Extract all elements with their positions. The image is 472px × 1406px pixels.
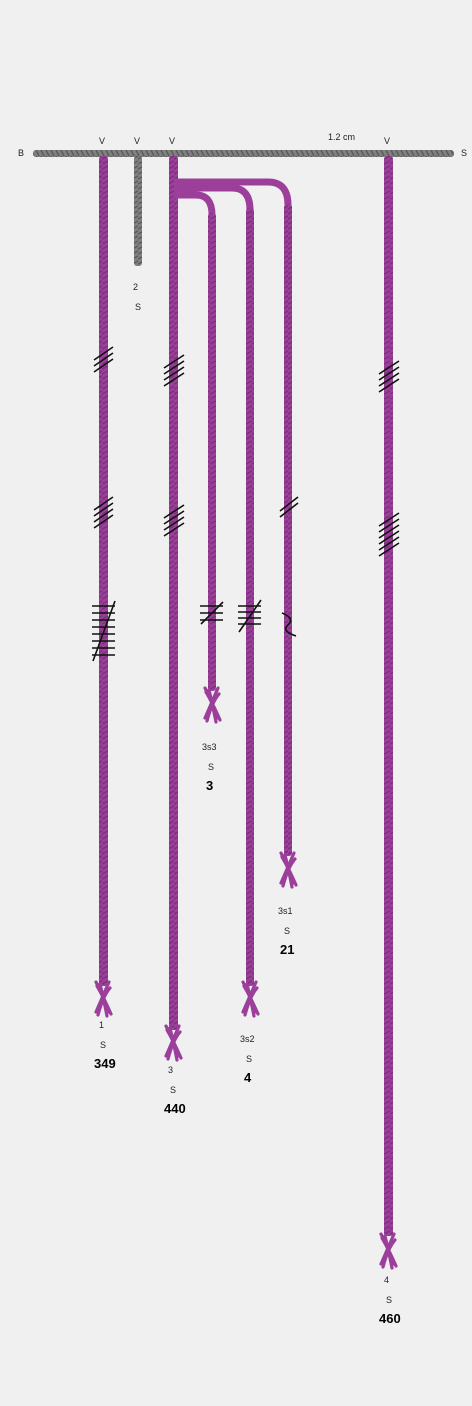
- cord-4-label: 4: [384, 1275, 389, 1285]
- cord-4-value: 460: [379, 1311, 401, 1326]
- tassel-cord-4: [379, 1232, 398, 1270]
- pendant-cord-1: [99, 156, 108, 986]
- tassel-cord-3: [164, 1024, 183, 1062]
- cord-1-knots-hundreds: [93, 346, 114, 373]
- cord-1-attach-label: V: [99, 136, 105, 146]
- cord-3s3-ply: S: [208, 762, 214, 772]
- primary-right-label: S: [461, 148, 467, 158]
- tassel-cord-3s1: [279, 851, 298, 889]
- cord-3s2-label: 3s2: [240, 1034, 255, 1044]
- subsidiary-3s2-arc: [174, 184, 254, 211]
- tassel-cord-3s3: [203, 686, 222, 724]
- cord-3-value: 440: [164, 1101, 186, 1116]
- pendant-cord-3: [169, 156, 178, 1030]
- cord-3s2-value: 4: [244, 1070, 252, 1085]
- cord-3s3-knots-long: [200, 601, 224, 625]
- cord-2-label: 2: [133, 282, 138, 292]
- pendant-cord-2: [134, 156, 142, 266]
- cord-3s2-ply: S: [246, 1054, 252, 1064]
- cord-3s2-knots-long: [238, 599, 262, 633]
- cord-2-attach-label: V: [134, 136, 140, 146]
- cord-3s1-knots-tens: [279, 496, 299, 518]
- tassel-cord-1: [94, 980, 113, 1018]
- cord-2-ply: S: [135, 302, 141, 312]
- cord-4-knots-hundreds: [378, 360, 400, 393]
- primary-left-label: B: [18, 148, 24, 158]
- cord-tassels: [94, 686, 398, 1270]
- cord-3s3-label: 3s3: [202, 742, 217, 752]
- cord-3-knots-hundreds: [163, 354, 185, 387]
- subsidiary-3s1-arc: [174, 178, 292, 206]
- cord-3s1-figure-eight-knot: [281, 612, 297, 637]
- subsidiary-cord-3s1: [284, 204, 292, 856]
- cord-1-knots-tens: [93, 496, 114, 529]
- tassel-cord-3s2: [241, 980, 260, 1018]
- primary-length-label: 1.2 cm: [328, 132, 355, 142]
- cord-3-knots-tens: [163, 504, 185, 537]
- cord-1-label: 1: [99, 1020, 104, 1030]
- cord-3-ply: S: [170, 1085, 176, 1095]
- cord-3s1-label: 3s1: [278, 906, 293, 916]
- cord-4-knots-tens: [378, 512, 400, 557]
- pendant-cord-4: [384, 156, 393, 1236]
- primary-cord: [33, 150, 454, 157]
- cord-3s3-value: 3: [206, 778, 213, 793]
- cord-1-knots-long: [92, 600, 116, 662]
- cord-4-attach-label: V: [384, 136, 390, 146]
- subsidiary-3s3-arc: [174, 191, 216, 216]
- subsidiary-cord-3s2: [246, 208, 254, 986]
- cord-4-ply: S: [386, 1295, 392, 1305]
- cord-3s1-value: 21: [280, 942, 294, 957]
- cord-1-value: 349: [94, 1056, 116, 1071]
- cord-3-label: 3: [168, 1065, 173, 1075]
- subsidiary-cord-3s3: [208, 213, 216, 691]
- cord-1-ply: S: [100, 1040, 106, 1050]
- cord-3-attach-label: V: [169, 136, 175, 146]
- cord-3s1-ply: S: [284, 926, 290, 936]
